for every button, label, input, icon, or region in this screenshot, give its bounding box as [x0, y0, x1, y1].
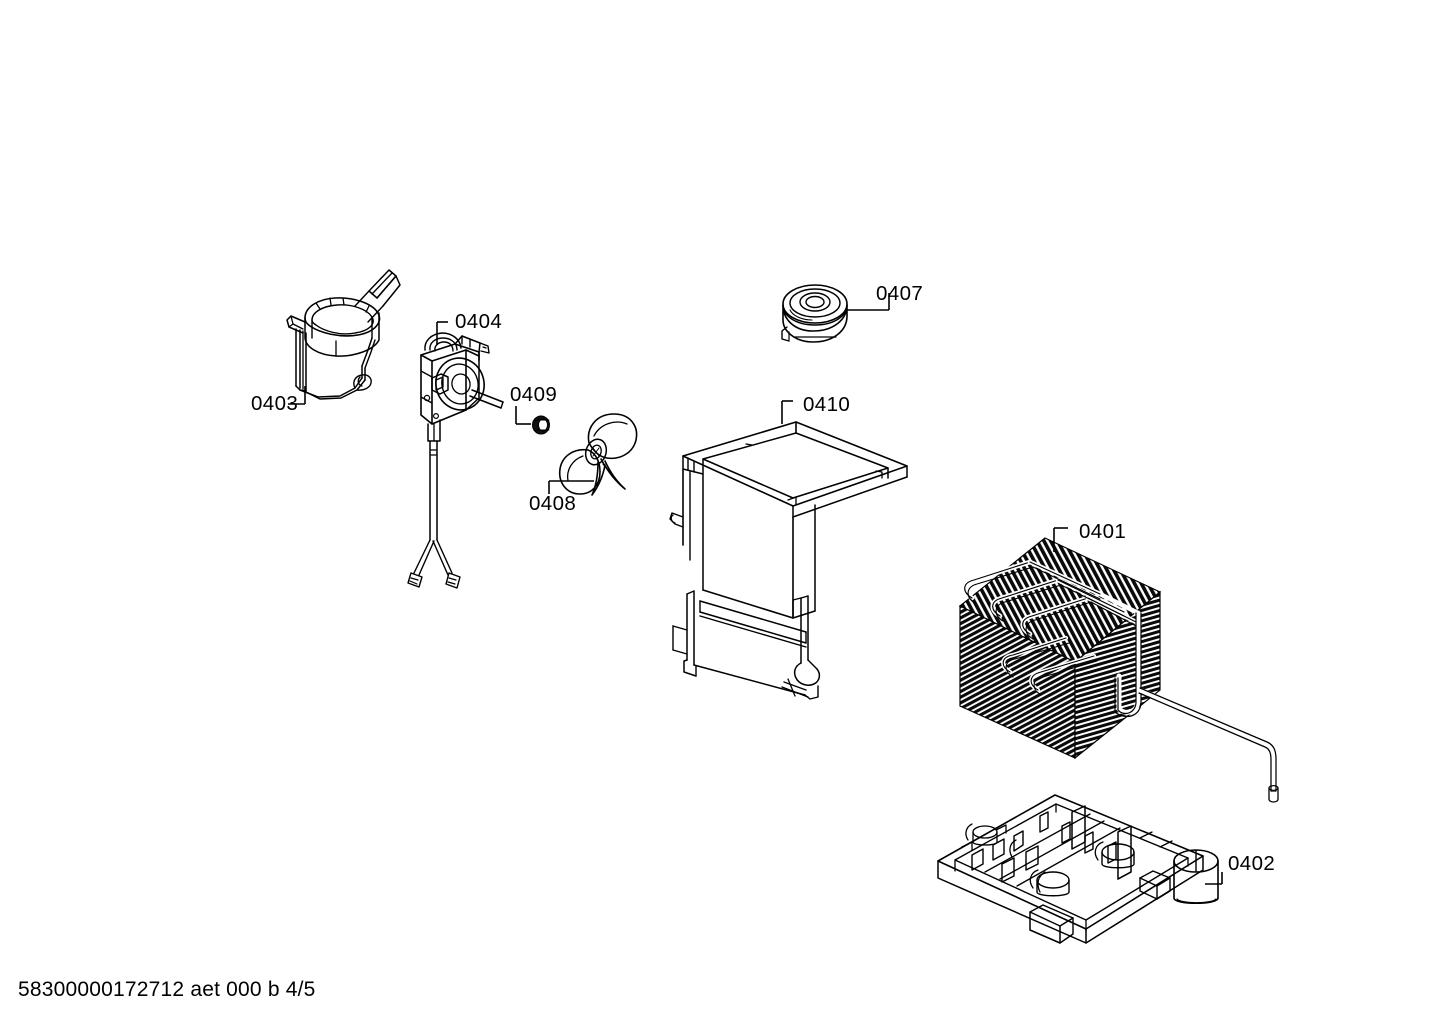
part-0410-cover-shroud — [669, 421, 908, 700]
part-0407-grommet-disc — [781, 284, 848, 343]
leader-0407 — [845, 293, 890, 311]
part-0404-fan-motor — [407, 332, 504, 589]
part-label-0403: 0403 — [251, 392, 298, 415]
part-label-0402: 0402 — [1228, 852, 1275, 875]
part-0409-retaining-nut — [532, 415, 550, 435]
diagram-footer-code: 58300000172712 aet 000 b 4/5 — [18, 978, 316, 1001]
part-label-0409: 0409 — [510, 383, 557, 406]
leader-0409 — [515, 406, 531, 425]
leader-0410 — [781, 400, 793, 424]
part-0403-mounting-bracket — [286, 269, 401, 400]
part-label-0410: 0410 — [803, 393, 850, 416]
part-label-0407: 0407 — [876, 282, 923, 305]
leader-0408 — [548, 480, 594, 494]
leader-0401 — [1053, 527, 1068, 552]
part-0408-fan-blade — [558, 413, 638, 496]
leader-0402 — [1205, 872, 1223, 885]
leader-0404 — [436, 321, 448, 345]
part-label-0408: 0408 — [529, 492, 576, 515]
part-label-0404: 0404 — [455, 310, 502, 333]
leader-0403 — [288, 386, 306, 405]
part-label-0401: 0401 — [1079, 520, 1126, 543]
part-0402-drain-tray — [937, 794, 1219, 944]
part-0401-evaporator-coil — [958, 537, 1281, 803]
